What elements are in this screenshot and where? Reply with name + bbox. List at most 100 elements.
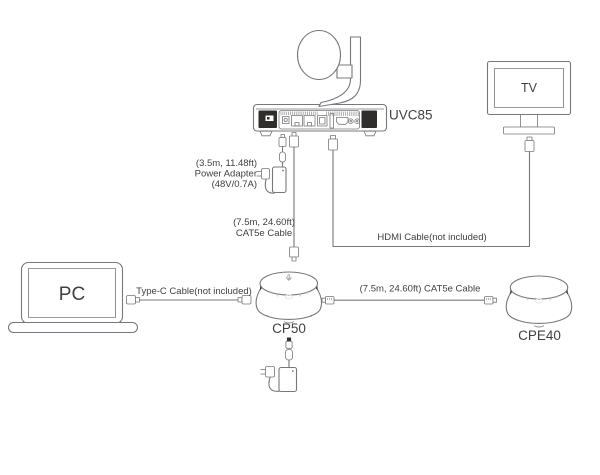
- hdmi-connector-tv-tip: [526, 136, 533, 141]
- cp50-base-seam: [283, 321, 294, 324]
- adapter-led: [282, 169, 284, 172]
- cp50-button-dot-far-right: [306, 292, 308, 295]
- audio-port2-icon: [354, 118, 361, 124]
- hdmi-port-icon: [336, 117, 349, 125]
- camera-foot-right: [363, 130, 377, 137]
- power-adapter-label-line2: Power Adapter: [195, 169, 257, 180]
- power-adapter-label-line3: (48V/0.7A): [212, 179, 257, 190]
- cpe40-button-dot-far-left: [519, 296, 522, 299]
- ac-cord-bottom: [268, 376, 280, 392]
- rj45-connector-bottom-icon: [289, 246, 299, 258]
- power-port-pin: [283, 118, 288, 123]
- rj45-right-tip: [492, 297, 497, 303]
- camera-arm: [318, 36, 362, 108]
- power-adapter-icon: [271, 166, 287, 194]
- cpe40-button-dot-left: [526, 298, 529, 301]
- camera-head-bracket: [336, 64, 353, 79]
- laptop-screen: [28, 268, 116, 318]
- cp50-tick-left: [266, 314, 269, 318]
- speaker-grille-right-icon: [361, 110, 377, 128]
- ferrite-bead-icon-bottom: [285, 349, 293, 361]
- cp50-label: CP50: [272, 321, 306, 336]
- uvc85-camera: [252, 29, 388, 137]
- cat5e-vertical-label-line1: (7.5m, 24.60ft): [233, 217, 295, 228]
- rj45-left-tip: [321, 297, 326, 303]
- cpe40-top-surface: [509, 275, 569, 300]
- power-adapter-top: [256, 134, 287, 194]
- adapter-led-bottom: [291, 370, 294, 372]
- type-c-connector-left-tip: [135, 297, 140, 303]
- lan-port2-clip: [307, 122, 312, 127]
- vent-slats-icon: [280, 111, 360, 116]
- cpe40-button-dot-right: [549, 298, 552, 301]
- type-c-connector-right-tip: [237, 297, 243, 303]
- laptop-base: [7, 321, 139, 334]
- usb-a-slot-icon: [329, 113, 334, 129]
- cp50-speakerphone: [255, 271, 323, 324]
- cpe40-button-dot-far-right: [556, 296, 559, 299]
- cp50-tick-right: [310, 314, 313, 318]
- rj45-connector-top-icon: [289, 135, 299, 148]
- ac-cord: [264, 178, 275, 194]
- audio-port-icon: [347, 118, 354, 124]
- cpe40-body: [505, 290, 573, 324]
- cpe40-center-button-icon: [535, 298, 543, 304]
- hdmi-cable: [328, 135, 535, 248]
- rj45-left-icon: [325, 296, 335, 305]
- ac-plug-icon-bottom: [265, 366, 275, 378]
- tv-stand-neck: [520, 114, 538, 128]
- power-adapter-bottom: [260, 337, 298, 393]
- dc-plug-tip-bottom: [286, 337, 292, 342]
- tv-screen: [494, 68, 564, 108]
- power-port-icon: [282, 116, 290, 124]
- pc-label: PC: [59, 284, 85, 305]
- rj45-right-pins: [486, 298, 491, 300]
- cp50-button-dot-right: [299, 294, 301, 297]
- ferrite-bead-icon: [279, 151, 286, 163]
- type-c-cable: [126, 295, 252, 305]
- pc-laptop: [7, 261, 139, 334]
- hdmi-connector-tip: [330, 135, 336, 140]
- cp50-center-button-icon: [284, 294, 293, 300]
- cpe40-label: CPE40: [518, 328, 561, 343]
- dc-plug-tip: [280, 134, 285, 138]
- cat5e-cable-vertical: [289, 132, 299, 262]
- rj45-right-icon: [484, 296, 494, 305]
- cpe40-base-seam: [534, 325, 545, 328]
- audio-port-pin: [349, 119, 353, 123]
- power-adapter-label-line1: (3.5m, 11.48ft): [196, 158, 257, 169]
- camera-foot-left: [259, 130, 273, 137]
- tv-stand-base: [503, 126, 555, 135]
- cat5e-cable-horizontal: [321, 296, 497, 305]
- dc-plug-icon: [278, 137, 287, 147]
- hdmi-connector-tv-icon: [524, 140, 535, 152]
- tv-monitor: [486, 60, 572, 135]
- uvc85-label: UVC85: [389, 108, 433, 123]
- usb-b-port-icon: [317, 115, 328, 127]
- uvc85-ports-icons: [282, 113, 361, 129]
- lan-port-clip: [294, 122, 300, 127]
- camera-head-icon: [296, 29, 342, 81]
- hdmi-cable-line: [332, 149, 531, 248]
- cp50-button-dot-far-left: [269, 292, 272, 295]
- type-c-cable-label: Type-C Cable(not included): [136, 286, 252, 297]
- rj45-left-pins: [327, 298, 332, 300]
- dc-plug-icon-bottom: [285, 340, 293, 349]
- cat5e-vertical-label-line2: CAT5e Cable: [236, 228, 292, 239]
- type-c-connector-left-icon: [126, 295, 136, 305]
- microphone-icon: [286, 274, 292, 281]
- cp50-top-surface: [259, 271, 319, 296]
- rj45-connector-bottom-clip: [291, 256, 297, 262]
- audio-port2-pin: [356, 119, 359, 123]
- grille-badge-mark: [267, 117, 270, 120]
- cp50-body: [255, 286, 323, 320]
- cp50-button-dot-left: [276, 294, 279, 297]
- tv-label: TV: [521, 81, 538, 95]
- type-c-connector-right-icon: [241, 295, 252, 305]
- power-adapter-icon-bottom: [278, 366, 298, 393]
- ac-plug-icon: [261, 168, 270, 180]
- cat5e-horizontal-label: (7.5m, 24.60ft) CAT5e Cable: [360, 284, 481, 295]
- cpe40-expansion-mic: [505, 275, 573, 328]
